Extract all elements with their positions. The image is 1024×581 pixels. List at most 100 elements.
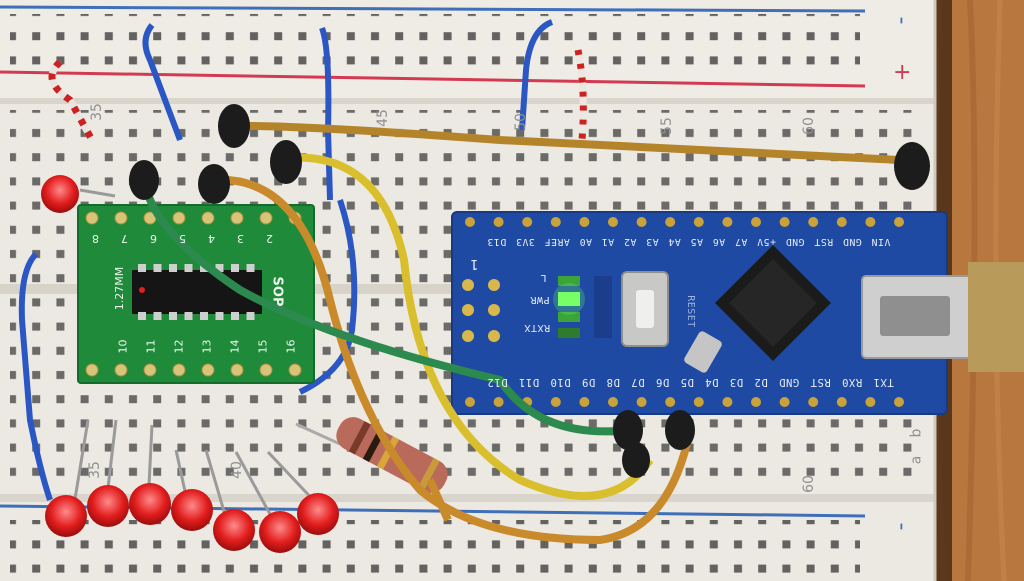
red-led-2 <box>87 485 129 527</box>
wire-yellow-tip <box>426 478 452 522</box>
pin <box>808 397 819 407</box>
red-led-4 <box>171 489 213 531</box>
pin <box>751 397 761 407</box>
nano-pin-headers <box>465 217 904 407</box>
col-label-35-bottom: 35 <box>86 461 103 479</box>
adapter-pin-rows <box>85 211 302 377</box>
col-label-55: 55 <box>658 117 675 135</box>
ic-pin <box>200 312 208 320</box>
pin <box>259 363 273 377</box>
wire-orange-2 <box>213 175 694 545</box>
pin <box>779 397 790 407</box>
adapter-pad-number: 10 <box>116 339 130 354</box>
jumper-blue-left <box>18 251 53 501</box>
led-tx <box>558 328 580 338</box>
adapter-pad-number: 3 <box>237 232 244 245</box>
bottom-rail-holes <box>10 520 860 580</box>
pin <box>722 217 733 227</box>
pin <box>465 397 475 407</box>
ic-pin <box>184 312 193 320</box>
red-led-3 <box>129 483 171 525</box>
adapter-pad-number: 15 <box>256 339 270 354</box>
led-pwr <box>558 292 580 306</box>
red-led-1 <box>45 495 87 537</box>
adapter-pad-number: 8 <box>92 232 99 245</box>
red-led-5 <box>213 509 255 551</box>
wire-green <box>140 177 631 436</box>
jumper-blue-mid <box>298 199 358 395</box>
ic-pin <box>246 264 255 272</box>
pin <box>522 217 533 227</box>
pin <box>201 363 215 377</box>
rail-minus-mark-top: - <box>889 16 915 25</box>
nano-reset-label: RESET <box>684 295 696 328</box>
ic-pin <box>153 312 162 320</box>
pin <box>493 397 504 407</box>
pin <box>172 363 186 377</box>
pin <box>665 397 676 407</box>
pin <box>865 217 876 227</box>
adapter-pad-number: 11 <box>144 339 158 354</box>
adapter-pad-number: 5 <box>179 232 186 245</box>
jumper-blue-3 <box>519 19 554 131</box>
adapter-sop-label: SOP <box>269 276 285 307</box>
col-label-60-bottom: 60 <box>800 475 817 493</box>
top-rail-blue-line <box>0 5 866 13</box>
top-rail-red-line <box>0 70 866 88</box>
pin <box>865 397 876 407</box>
top-rail-holes <box>10 14 860 74</box>
col-label-50: 50 <box>512 113 529 131</box>
pin <box>550 217 561 227</box>
adapter-pad-number: 6 <box>150 232 157 245</box>
jumper-blue-1 <box>142 23 183 142</box>
rail-minus-mark-bottom: - <box>889 522 915 531</box>
pin <box>779 217 790 227</box>
pin <box>259 211 273 225</box>
pin <box>608 217 618 227</box>
ic-pin <box>215 264 224 272</box>
pin <box>114 363 128 377</box>
adapter-pitch-label: 1.27MM <box>113 266 127 311</box>
ic-pin <box>138 264 146 272</box>
ic-pin <box>169 264 177 272</box>
pin <box>230 211 244 225</box>
bottom-gutter <box>0 494 935 502</box>
pin <box>894 397 904 407</box>
pin <box>579 217 590 227</box>
nano-led-label-l: L <box>540 272 547 283</box>
nano-top-pin-labels: VIN GND RST GND +5V A7 A6 A5 A4 A3 A2 A1… <box>487 236 891 247</box>
adapter-pad-number: 14 <box>228 339 242 354</box>
wire-yellow <box>285 153 654 500</box>
pin <box>608 397 618 407</box>
pin <box>550 397 561 407</box>
nano-pin1-label: 1 <box>470 256 479 271</box>
ic-pin <box>138 312 146 320</box>
pin <box>172 211 186 225</box>
adapter-pad-number: 13 <box>200 339 214 354</box>
adapter-pad-number: 7 <box>121 232 128 245</box>
nano-led-label-rxtx: RXTX <box>524 322 551 333</box>
pin <box>836 397 847 407</box>
pin <box>665 217 676 227</box>
nano-led-label-pwr: PWR <box>530 294 550 305</box>
led-small-pads <box>594 276 612 338</box>
col-label-35-top: 35 <box>88 103 105 121</box>
wire-plug-ends <box>129 104 930 478</box>
adapter-pad-number: 12 <box>172 339 186 354</box>
adapter-pad-number: 16 <box>284 339 298 354</box>
pin <box>493 217 504 227</box>
nano-icsp-pads <box>462 279 500 342</box>
ic-pin <box>231 312 239 320</box>
pin <box>722 397 733 407</box>
ic-pin <box>153 264 162 272</box>
pin <box>85 363 99 377</box>
upper-gutter <box>0 98 935 104</box>
pin <box>579 397 590 407</box>
row-label-a: a <box>908 455 925 465</box>
pin <box>808 217 819 227</box>
pin <box>693 217 704 227</box>
pin <box>85 211 99 225</box>
red-led-6 <box>259 511 301 553</box>
